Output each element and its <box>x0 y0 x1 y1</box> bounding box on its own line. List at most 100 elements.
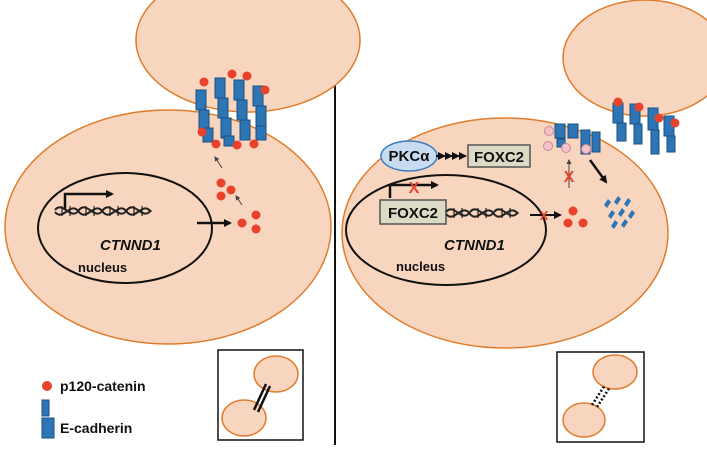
p120-dot <box>216 178 226 188</box>
legend: p120-catenin E-cadherin <box>41 378 146 439</box>
legend-ecad-label: E-cadherin <box>60 420 132 436</box>
ecadherin-fragment <box>608 210 615 219</box>
dephospho-p120-dot <box>544 126 554 136</box>
ecadherin-fragment <box>628 210 635 219</box>
p120-dot <box>226 185 236 195</box>
p120-dot <box>197 127 207 137</box>
ecadherin-block <box>214 77 226 99</box>
p120-dot <box>251 224 261 234</box>
inset-cell-top <box>592 354 638 390</box>
left-p120-cluster <box>216 178 261 234</box>
degraded-ecadherin <box>604 196 635 229</box>
left-gene-label: CTNND1 <box>100 237 161 254</box>
ecadherin-block <box>236 99 248 121</box>
inset-cell-bottom <box>562 402 606 438</box>
ecadherin-block <box>580 129 591 155</box>
right-nucleus-label: nucleus <box>396 259 445 274</box>
ecadherin-block <box>556 138 566 148</box>
left-nucleus <box>37 172 213 284</box>
right-p120-cluster <box>563 206 588 228</box>
inset-junction <box>252 383 268 411</box>
ecadherin-fragment <box>624 198 631 207</box>
left-adherens-junction <box>195 69 270 150</box>
p120-dot <box>242 71 252 81</box>
left-neighbor-cell <box>135 0 361 113</box>
legend-ecad-icon-block <box>41 417 55 439</box>
traffic-block-mark: X <box>564 169 575 186</box>
p120-dot <box>216 191 226 201</box>
ecadherin-block <box>255 125 267 141</box>
p120-dot <box>199 77 209 87</box>
p120-dot <box>654 113 664 123</box>
left-nucleus-label: nucleus <box>78 260 127 275</box>
right-inset <box>556 351 645 443</box>
right-nucleus <box>345 174 547 286</box>
ecadherin-block <box>554 123 566 139</box>
inset-junction <box>256 385 272 413</box>
legend-p120-label: p120-catenin <box>60 378 146 394</box>
p120-dot <box>249 139 259 149</box>
ecadherin-block <box>567 123 579 139</box>
dephospho-p120-dot <box>581 144 591 154</box>
phospho-arrows <box>436 152 467 160</box>
expression-block-mark: X <box>540 208 549 223</box>
p120-dot <box>260 85 270 95</box>
right-junction <box>543 97 680 155</box>
right-gene-label: CTNND1 <box>444 237 505 254</box>
ecadherin-block <box>255 105 267 127</box>
ecadherin-fragment <box>611 220 618 229</box>
legend-ecad-icon-thin <box>41 399 50 417</box>
p120-dot <box>613 97 623 107</box>
p120-dot <box>578 218 588 228</box>
left-panel: CTNND1 nucleus <box>4 0 361 441</box>
p120-dot <box>634 102 644 112</box>
left-traffic-arrow <box>214 156 223 169</box>
ecadherin-fragment <box>618 208 625 217</box>
p120-dot <box>227 69 237 79</box>
ecadherin-block <box>233 79 245 101</box>
right-panel: PKCα FOXC2 X FOXC2 CTNND1 nucleus X <box>341 0 707 443</box>
ecadherin-block <box>239 119 251 141</box>
right-dna-icon <box>445 208 519 218</box>
right-neighbor-cell <box>562 0 707 117</box>
foxc2-bound-label: FOXC2 <box>388 205 438 222</box>
p120-dot <box>568 206 578 216</box>
internalization-arrow <box>588 159 608 184</box>
ecadherin-block <box>217 97 229 119</box>
ecadherin-block <box>195 89 207 111</box>
p120-dot <box>232 140 242 150</box>
ecadherin-fragment <box>621 219 628 228</box>
ecadherin-block <box>220 117 232 139</box>
dephospho-p120-dot <box>561 143 571 153</box>
ecadherin-block <box>616 122 627 142</box>
p120-dot <box>563 218 573 228</box>
left-inset <box>217 349 304 441</box>
p120-dot <box>251 210 261 220</box>
left-traffic-arrow <box>235 195 243 206</box>
p120-dot <box>237 218 247 228</box>
ecadherin-block <box>650 129 660 155</box>
left-transcription-arrow <box>63 190 114 210</box>
p120-dot <box>211 139 221 149</box>
inset-cell-bottom <box>221 399 267 437</box>
right-transcription-arrow <box>388 181 439 198</box>
transcription-block-mark: X <box>409 180 420 197</box>
pkc-alpha-label: PKCα <box>389 148 431 165</box>
ecadherin-block <box>591 131 601 153</box>
inset-cell-top <box>253 355 299 393</box>
foxc2-node <box>467 144 531 168</box>
ecadherin-block <box>666 135 676 153</box>
ecadherin-fragment <box>604 199 611 208</box>
foxc2-bound-node <box>379 199 447 225</box>
dephospho-p120-dot <box>543 141 553 151</box>
ecadherin-fragment <box>614 196 621 205</box>
p120-dot <box>670 118 680 128</box>
legend-p120-icon <box>42 381 52 391</box>
ecadherin-block <box>223 135 235 147</box>
ecadherin-block <box>198 109 210 131</box>
left-dna-icon <box>54 206 152 216</box>
ecadherin-block <box>633 123 643 145</box>
foxc2-label: FOXC2 <box>474 149 524 166</box>
